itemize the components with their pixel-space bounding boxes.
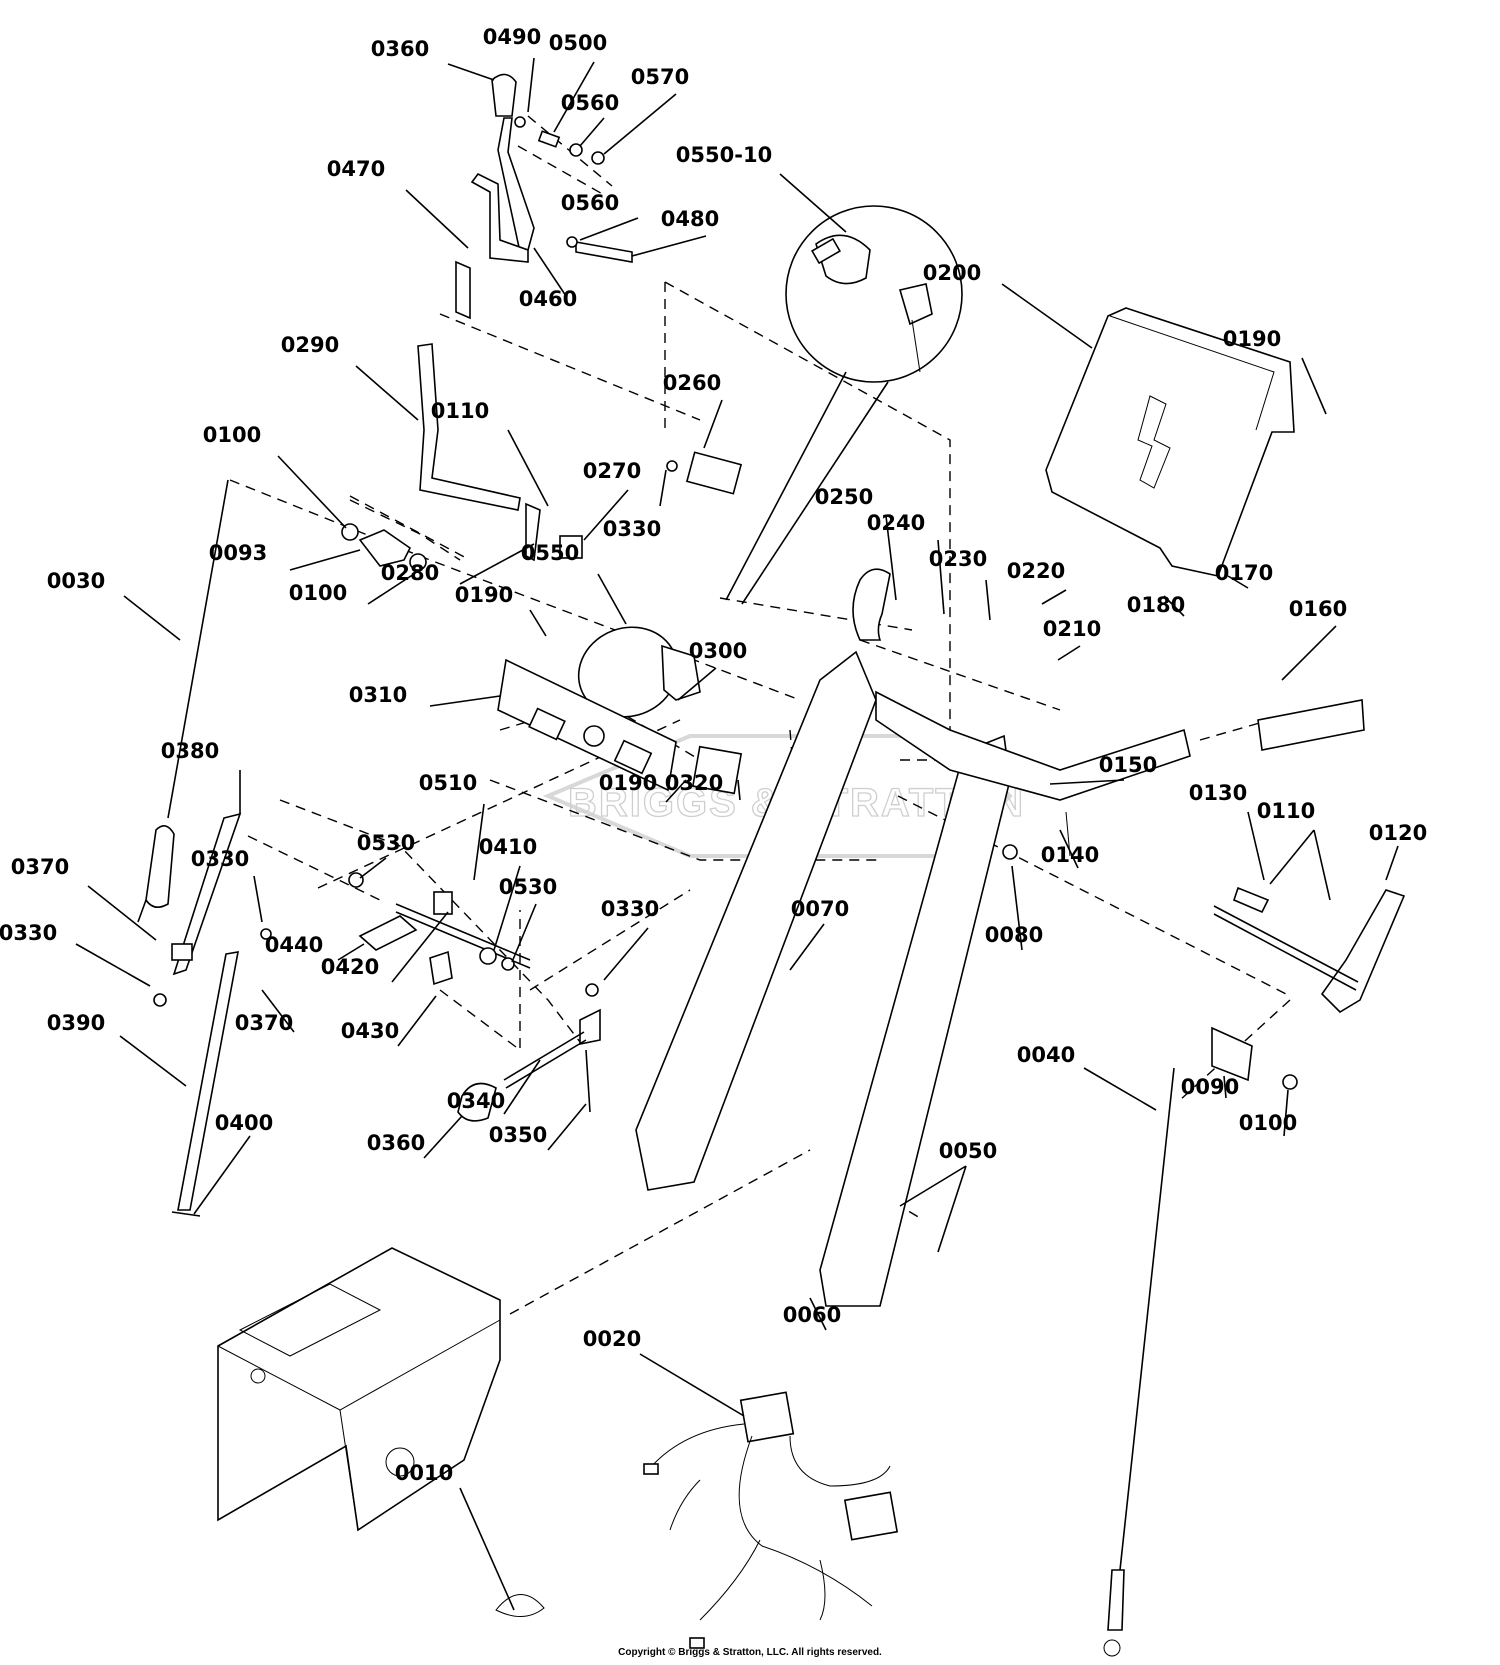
callout-c0330b: 0330: [191, 847, 249, 871]
callout-c0510: 0510: [419, 771, 477, 795]
callout-c0490: 0490: [483, 25, 541, 49]
callout-c0190b: 0190: [455, 583, 513, 607]
lever-0290: [417, 343, 521, 511]
callout-c0550: 0550: [521, 541, 579, 565]
callout-c0080: 0080: [985, 923, 1043, 947]
callout-c0530b: 0530: [499, 875, 557, 899]
callout-c0190c: 0190: [599, 771, 657, 795]
callout-c0150: 0150: [1099, 753, 1157, 777]
callout-c0310: 0310: [349, 683, 407, 707]
callout-c0380: 0380: [161, 739, 219, 763]
bracket-0093: [341, 451, 743, 571]
callout-c0093: 0093: [209, 541, 267, 565]
callout-c0090: 0090: [1181, 1075, 1239, 1099]
callout-c0170: 0170: [1215, 561, 1273, 585]
middle-linkage: [348, 872, 601, 1122]
clip-0010: [495, 1594, 545, 1617]
callout-c0210: 0210: [1043, 617, 1101, 641]
callout-c0290: 0290: [281, 333, 339, 357]
right-lever-assembly: [1002, 811, 1406, 1090]
detail-circle-0550-10: [725, 205, 963, 605]
callout-c0390: 0390: [47, 1011, 105, 1035]
callout-c0110b: 0110: [1257, 799, 1315, 823]
callout-c0110a: 0110: [431, 399, 489, 423]
callout-c0250: 0250: [815, 485, 873, 509]
callout-c0330d: 0330: [0, 921, 57, 945]
mounting-plate-0310: [497, 658, 677, 792]
shift-rods-left: [153, 812, 272, 1217]
callout-c0280: 0280: [381, 561, 439, 585]
callout-c0370b: 0370: [235, 1011, 293, 1035]
cable-0040: [1103, 1067, 1175, 1657]
callout-c0120: 0120: [1369, 821, 1427, 845]
callout-c0400: 0400: [215, 1111, 273, 1135]
callout-c0360b: 0360: [367, 1131, 425, 1155]
callout-c0470: 0470: [327, 157, 385, 181]
callout-c0190a: 0190: [1223, 327, 1281, 351]
callout-c0330c: 0330: [601, 897, 659, 921]
callout-c0420: 0420: [321, 955, 379, 979]
handle-frame: [635, 568, 1365, 1307]
callout-c0350: 0350: [489, 1123, 547, 1147]
callout-c0020: 0020: [583, 1327, 641, 1351]
leader-lines: [75, 57, 1399, 1611]
callout-c0100a: 0100: [203, 423, 261, 447]
copyright-text: Copyright © Briggs & Stratton, LLC. All …: [618, 1647, 882, 1658]
callout-c0260: 0260: [663, 371, 721, 395]
callout-c0240: 0240: [867, 511, 925, 535]
callout-c0160: 0160: [1289, 597, 1347, 621]
callout-c0100b: 0100: [289, 581, 347, 605]
frame-housing: [217, 1247, 501, 1532]
callout-c0360a: 0360: [371, 37, 429, 61]
callout-c0430: 0430: [341, 1019, 399, 1043]
callout-c0040: 0040: [1017, 1043, 1075, 1067]
callout-c0530a: 0530: [357, 831, 415, 855]
callout-c0370a: 0370: [11, 855, 69, 879]
callout-c0030: 0030: [47, 569, 105, 593]
callout-c0480: 0480: [661, 207, 719, 231]
callout-c0130: 0130: [1189, 781, 1247, 805]
control-panel-cover: [1045, 307, 1295, 577]
callout-c0010: 0010: [395, 1461, 453, 1485]
callout-c0060: 0060: [783, 1303, 841, 1327]
callout-c0300: 0300: [689, 639, 747, 663]
callout-c0340: 0340: [447, 1089, 505, 1113]
callout-c0570: 0570: [631, 65, 689, 89]
callout-c0100c: 0100: [1239, 1111, 1297, 1135]
callout-c0230: 0230: [929, 547, 987, 571]
callout-c0270: 0270: [583, 459, 641, 483]
callout-c0070: 0070: [791, 897, 849, 921]
callout-c0200: 0200: [923, 261, 981, 285]
callout-c0460: 0460: [519, 287, 577, 311]
cable-0030: [137, 479, 229, 923]
callout-c0410: 0410: [479, 835, 537, 859]
callout-c0320: 0320: [665, 771, 723, 795]
callout-labels: 0360 0490 0500 0560 0570 0550-10 0470 0560 0480 0…: [0, 25, 1427, 1485]
callout-c0140: 0140: [1041, 843, 1099, 867]
headlight-0550: [577, 626, 701, 718]
callout-c0560a: 0560: [561, 91, 619, 115]
callout-c0500: 0500: [549, 31, 607, 55]
callout-c0330a: 0330: [603, 517, 661, 541]
callout-c0440: 0440: [265, 933, 323, 957]
callout-c0050: 0050: [939, 1139, 997, 1163]
callout-c0220: 0220: [1007, 559, 1065, 583]
callout-c0550-10: 0550-10: [676, 143, 772, 167]
switch-0320: [691, 745, 743, 795]
callout-c0560b: 0560: [561, 191, 619, 215]
shift-lever-assembly: [455, 73, 633, 320]
callout-c0180: 0180: [1127, 593, 1185, 617]
wire-harness-0020: [643, 1391, 899, 1649]
